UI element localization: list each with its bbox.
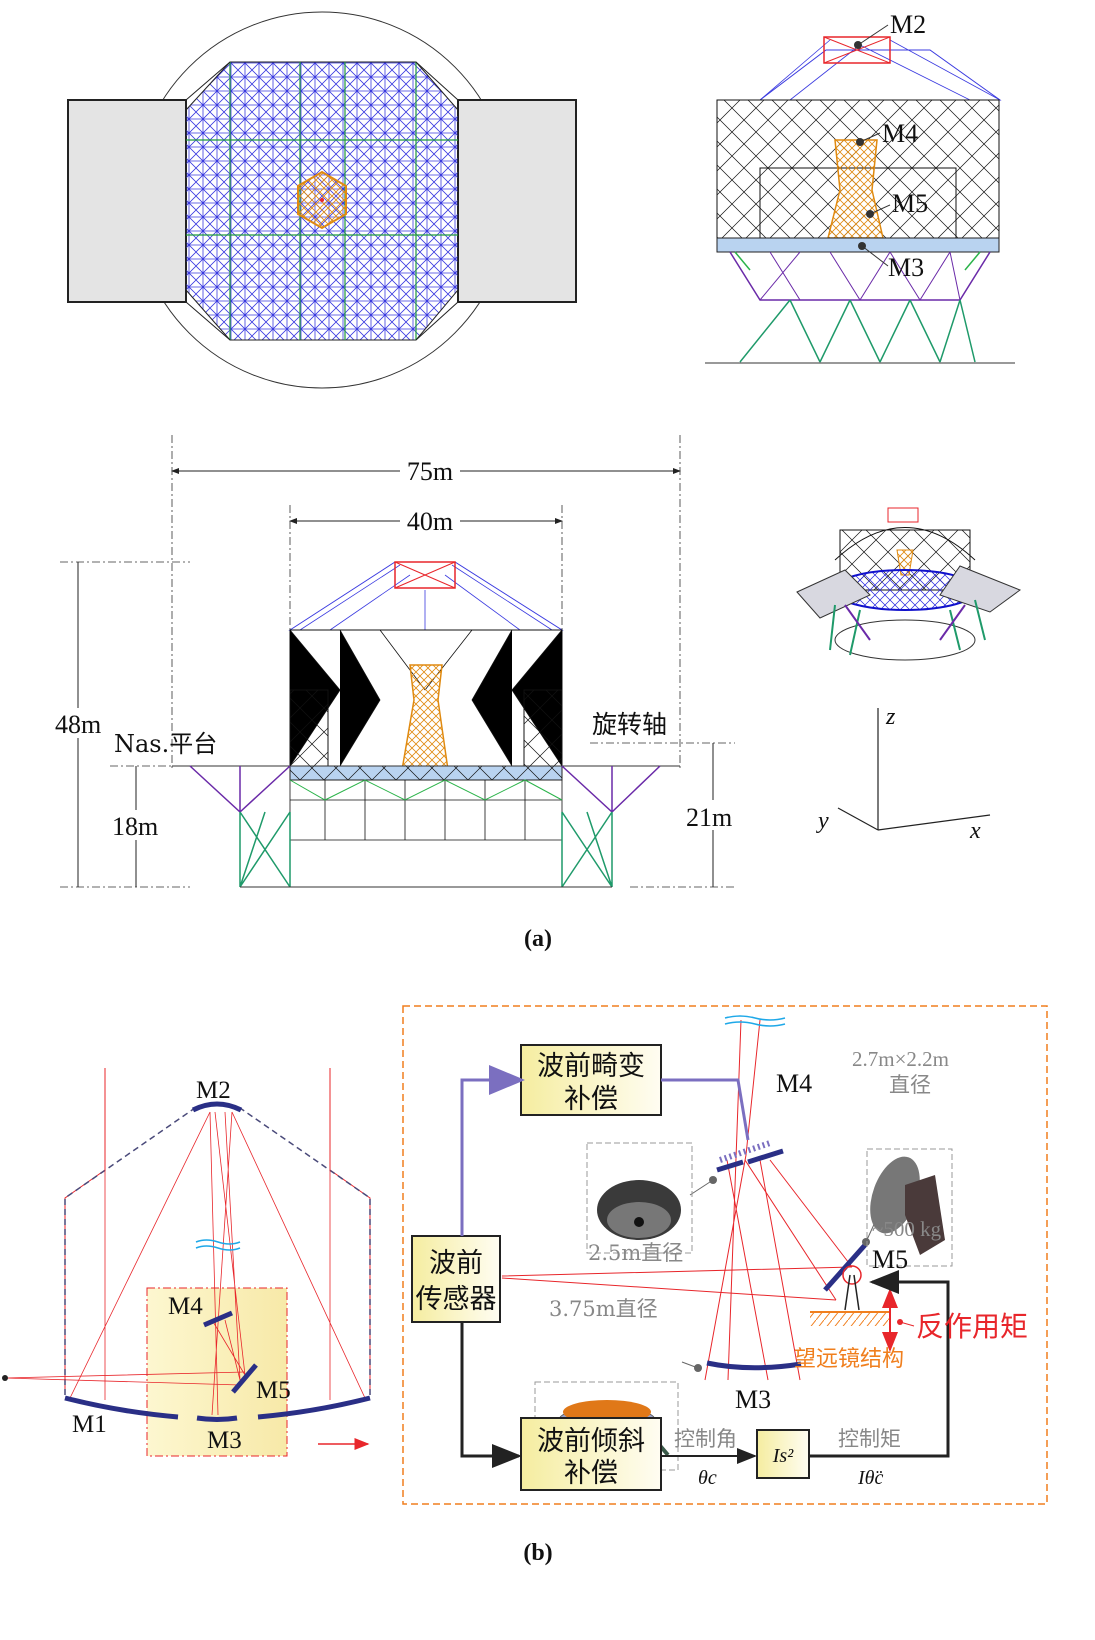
coordinate-axes: z y x bbox=[816, 704, 991, 844]
m4-mirror-block bbox=[716, 1159, 744, 1173]
dim-75m: 75m bbox=[407, 457, 453, 486]
reaction-torque-label: 反作用矩 bbox=[916, 1310, 1028, 1343]
dim-40m: 40m bbox=[407, 507, 453, 536]
wavefront-tilt-block bbox=[520, 1417, 662, 1491]
m3-diameter: 3.75m直径 bbox=[549, 1297, 658, 1321]
m5-mass: ~500 kg bbox=[872, 1217, 942, 1241]
m5-mirror-block bbox=[823, 1243, 867, 1292]
wavefront-sensor-label-2: 传感器 bbox=[416, 1284, 497, 1315]
axis-x: x bbox=[969, 818, 981, 844]
wavefront-distortion-label-1: 波前畸变 bbox=[537, 1051, 645, 1082]
optical-layout: M2 M4 M5 M1 M3 bbox=[2, 1068, 371, 1457]
m4-image-frame bbox=[586, 1142, 693, 1254]
axis-y: y bbox=[816, 808, 829, 834]
label-m5-block: M5 bbox=[872, 1245, 908, 1274]
caption-b: (b) bbox=[523, 1540, 552, 1566]
telescope-structure-label: 望远镜结构 bbox=[794, 1347, 904, 1372]
label-m4-block: M4 bbox=[776, 1069, 812, 1098]
m5-image-frame bbox=[866, 1148, 953, 1267]
optics-m2: M2 bbox=[196, 1077, 231, 1104]
wavefront-tilt-label-1: 波前倾斜 bbox=[537, 1426, 645, 1457]
nas-platform-label: Nas.平台 bbox=[114, 730, 217, 758]
m4-mirror bbox=[203, 1310, 233, 1328]
m1-mirror bbox=[64, 1395, 371, 1420]
axis-z: z bbox=[885, 704, 896, 730]
dim-18m: 18m bbox=[112, 812, 158, 841]
wavefront-tilt-label-2: 补偿 bbox=[564, 1458, 618, 1489]
label-m4: M4 bbox=[882, 119, 918, 148]
label-m3-block: M3 bbox=[735, 1385, 771, 1414]
m2-mirror bbox=[191, 1101, 243, 1113]
m5-mirror bbox=[231, 1363, 258, 1394]
isometric-view bbox=[796, 507, 1022, 661]
label-m2: M2 bbox=[890, 10, 926, 39]
side-view-model: M2 M4 M5 M3 bbox=[705, 10, 1015, 364]
wavefront-distortion-block bbox=[520, 1044, 662, 1116]
m3-mirror-block bbox=[706, 1360, 802, 1371]
elevation-drawing: 75m 40m 48m 18m Nas.平台 21m 旋转轴 bbox=[55, 435, 742, 888]
plant-label: Is² bbox=[772, 1445, 794, 1467]
control-angle-label: 控制角 bbox=[674, 1427, 737, 1451]
optics-m1: M1 bbox=[72, 1411, 107, 1438]
m3-mirror bbox=[196, 1415, 238, 1422]
label-m5: M5 bbox=[892, 189, 928, 218]
right-nasmyth-platform bbox=[457, 99, 577, 303]
left-nasmyth-platform bbox=[67, 99, 187, 303]
control-torque-label: 控制矩 bbox=[838, 1427, 901, 1451]
plant-block bbox=[756, 1429, 810, 1479]
control-diagram: 波前畸变 补偿 波前 传感器 波前倾斜 补偿 Is² M4 M5 M3 2.5m… bbox=[402, 1005, 1048, 1505]
dim-21m: 21m bbox=[686, 803, 732, 832]
control-angle-symbol: θc bbox=[698, 1467, 717, 1489]
caption-a: (a) bbox=[524, 926, 552, 952]
m5-size: 2.7m×2.2m bbox=[852, 1047, 949, 1071]
wavefront-distortion-label-2: 补偿 bbox=[564, 1084, 618, 1115]
front-view-model bbox=[67, 11, 577, 389]
m4-diameter: 2.5m直径 bbox=[588, 1241, 683, 1265]
label-m3: M3 bbox=[888, 253, 924, 282]
optics-m4: M4 bbox=[168, 1293, 203, 1320]
wavefront-sensor-label-1: 波前 bbox=[429, 1248, 483, 1279]
m5-diameter: 直径 bbox=[889, 1073, 931, 1097]
control-torque-symbol: Iθ̈c bbox=[857, 1467, 883, 1489]
dim-48m: 48m bbox=[55, 710, 101, 739]
rotation-axis-label: 旋转轴 bbox=[592, 710, 667, 739]
optics-m5: M5 bbox=[256, 1377, 291, 1404]
optics-m3: M3 bbox=[207, 1427, 242, 1454]
wavefront-sensor-block bbox=[411, 1235, 501, 1323]
